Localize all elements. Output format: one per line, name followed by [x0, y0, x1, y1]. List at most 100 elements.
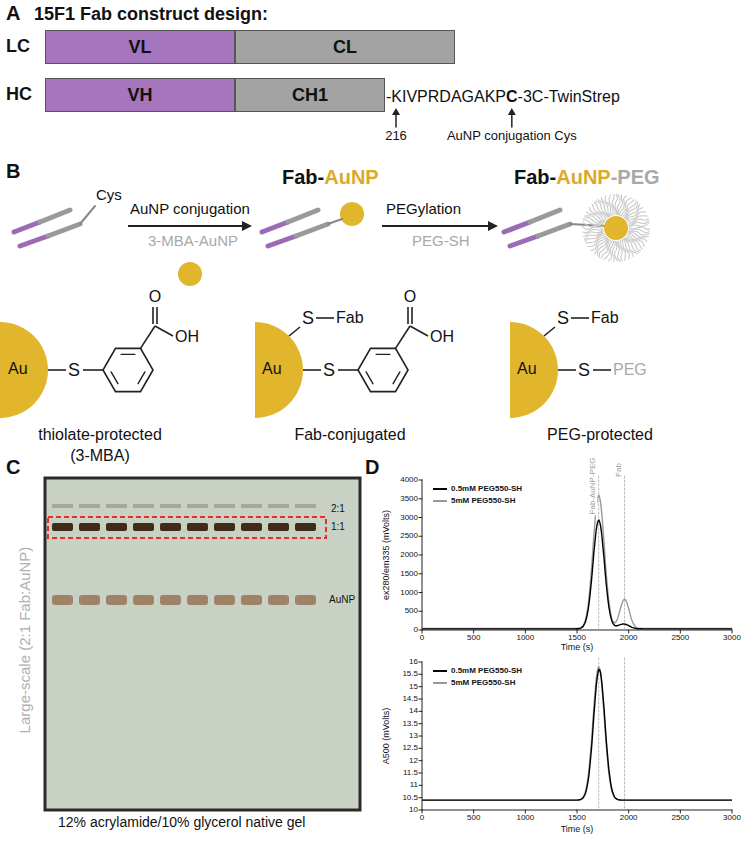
gel-band	[160, 523, 181, 531]
bond	[410, 326, 428, 336]
band-label: 2:1	[331, 503, 345, 515]
domain-box: VL	[45, 30, 235, 64]
peak-marker	[598, 658, 599, 810]
peg-chain	[628, 216, 648, 223]
panel-letter: B	[6, 160, 20, 183]
double-bond	[393, 372, 400, 384]
light-chain-constant	[288, 210, 318, 222]
gold-nanoparticle	[340, 202, 364, 226]
atom-label: Au	[262, 360, 282, 378]
tick-label: 0	[420, 633, 424, 642]
light-chain-variable	[14, 222, 40, 232]
gel-band	[133, 523, 154, 531]
tick-label: 1500	[568, 633, 586, 642]
benzene-ring	[103, 348, 153, 391]
peak-marker	[624, 476, 625, 630]
axis-tick	[419, 736, 422, 737]
gel-band	[187, 523, 208, 531]
panel-heading: 15F1 Fab construct design:	[34, 4, 268, 25]
arrow-head	[242, 221, 252, 231]
axis-tick	[422, 630, 423, 633]
axis-title: A500 (mVolts)	[381, 708, 391, 765]
legend-entry: 0.5mM PEG550-SH	[432, 484, 522, 493]
gel-band	[133, 504, 154, 508]
tick-label: 3000	[400, 513, 418, 522]
tick-label: 10.5	[402, 793, 418, 802]
tick-label: 13.5	[402, 719, 418, 728]
sequence: -KIVPRDAGAKP	[386, 88, 506, 105]
text-group: -KIVPRDAGAKPC-3C-TwinStrep	[386, 88, 620, 106]
double-bond	[376, 354, 390, 355]
domain-box: CH1	[235, 78, 385, 112]
heavy-chain-variable	[510, 236, 538, 246]
axis-tick	[419, 611, 422, 612]
tick-label: 1000	[516, 633, 534, 642]
axis-tick	[680, 810, 681, 813]
bond	[289, 327, 300, 336]
gel-band	[133, 595, 154, 605]
chain-label: LC	[6, 36, 30, 57]
residue-number: 216	[385, 129, 407, 144]
state-caption: PEG-protected	[547, 426, 653, 444]
legend-line-sample	[432, 679, 448, 687]
arrow-head	[488, 221, 498, 231]
bond	[411, 307, 413, 324]
arrow-line	[128, 225, 244, 227]
light-chain-variable	[504, 222, 530, 232]
axis-tick	[419, 592, 422, 593]
stage-title: Fab-	[514, 166, 556, 188]
double-bond	[138, 372, 145, 384]
group-label: Fab	[336, 309, 364, 327]
pointer-arrow-head	[508, 108, 516, 115]
axis-title: Time (s)	[561, 824, 594, 834]
gel-band	[187, 595, 208, 605]
legend-line	[433, 670, 447, 672]
axis-tick	[732, 630, 733, 633]
gel-caption: 12% acrylamide/10% glycerol native gel	[58, 814, 305, 830]
annotation: Cys	[96, 186, 122, 203]
tick-label: 1500	[568, 813, 586, 822]
bond	[407, 307, 409, 324]
sequence: -3C-TwinStrep	[518, 88, 620, 105]
axis-tick	[419, 760, 422, 761]
bond	[396, 326, 411, 348]
bond	[338, 369, 358, 371]
peg-chain	[629, 222, 650, 227]
gel-band	[214, 595, 235, 605]
legend-line	[433, 488, 447, 490]
atom-label: S	[578, 360, 590, 381]
axis-tick	[419, 573, 422, 574]
gel-band	[52, 595, 73, 605]
bond	[152, 307, 154, 324]
gel-band	[160, 504, 181, 508]
tick-label: 13	[409, 731, 418, 740]
chromatogram-trace	[422, 496, 732, 629]
tick-label: 1500	[400, 569, 418, 578]
gold-surface	[510, 322, 558, 418]
tick-label: 10	[409, 805, 418, 814]
text-group: Fab-AuNP-PEG	[514, 166, 660, 189]
gel-band	[268, 595, 289, 605]
gel-band	[106, 595, 127, 605]
axis-tick	[628, 630, 629, 633]
axis-tick	[422, 810, 423, 813]
tick-label: 12.5	[402, 744, 418, 753]
peg-chain	[589, 207, 605, 221]
tick-label: 500	[467, 813, 480, 822]
state-caption: Fab-conjugated	[294, 426, 405, 444]
peg-chain	[629, 220, 649, 226]
gold-nanoparticle	[178, 262, 202, 286]
legend-text: 5mM PEG550-SH	[451, 496, 515, 505]
tick-label: 0	[414, 625, 418, 634]
tick-label: 3500	[400, 494, 418, 503]
tick-label: 500	[467, 633, 480, 642]
tick-label: 500	[405, 607, 418, 616]
tick-label: 2500	[671, 813, 689, 822]
gel-image	[45, 478, 360, 810]
tick-label: 12	[409, 756, 418, 765]
atom-label: S	[302, 308, 314, 329]
atom-label: S	[323, 360, 335, 381]
sequence: C	[506, 88, 518, 105]
domain-name: CL	[333, 37, 357, 58]
atom-label: OH	[175, 328, 199, 346]
